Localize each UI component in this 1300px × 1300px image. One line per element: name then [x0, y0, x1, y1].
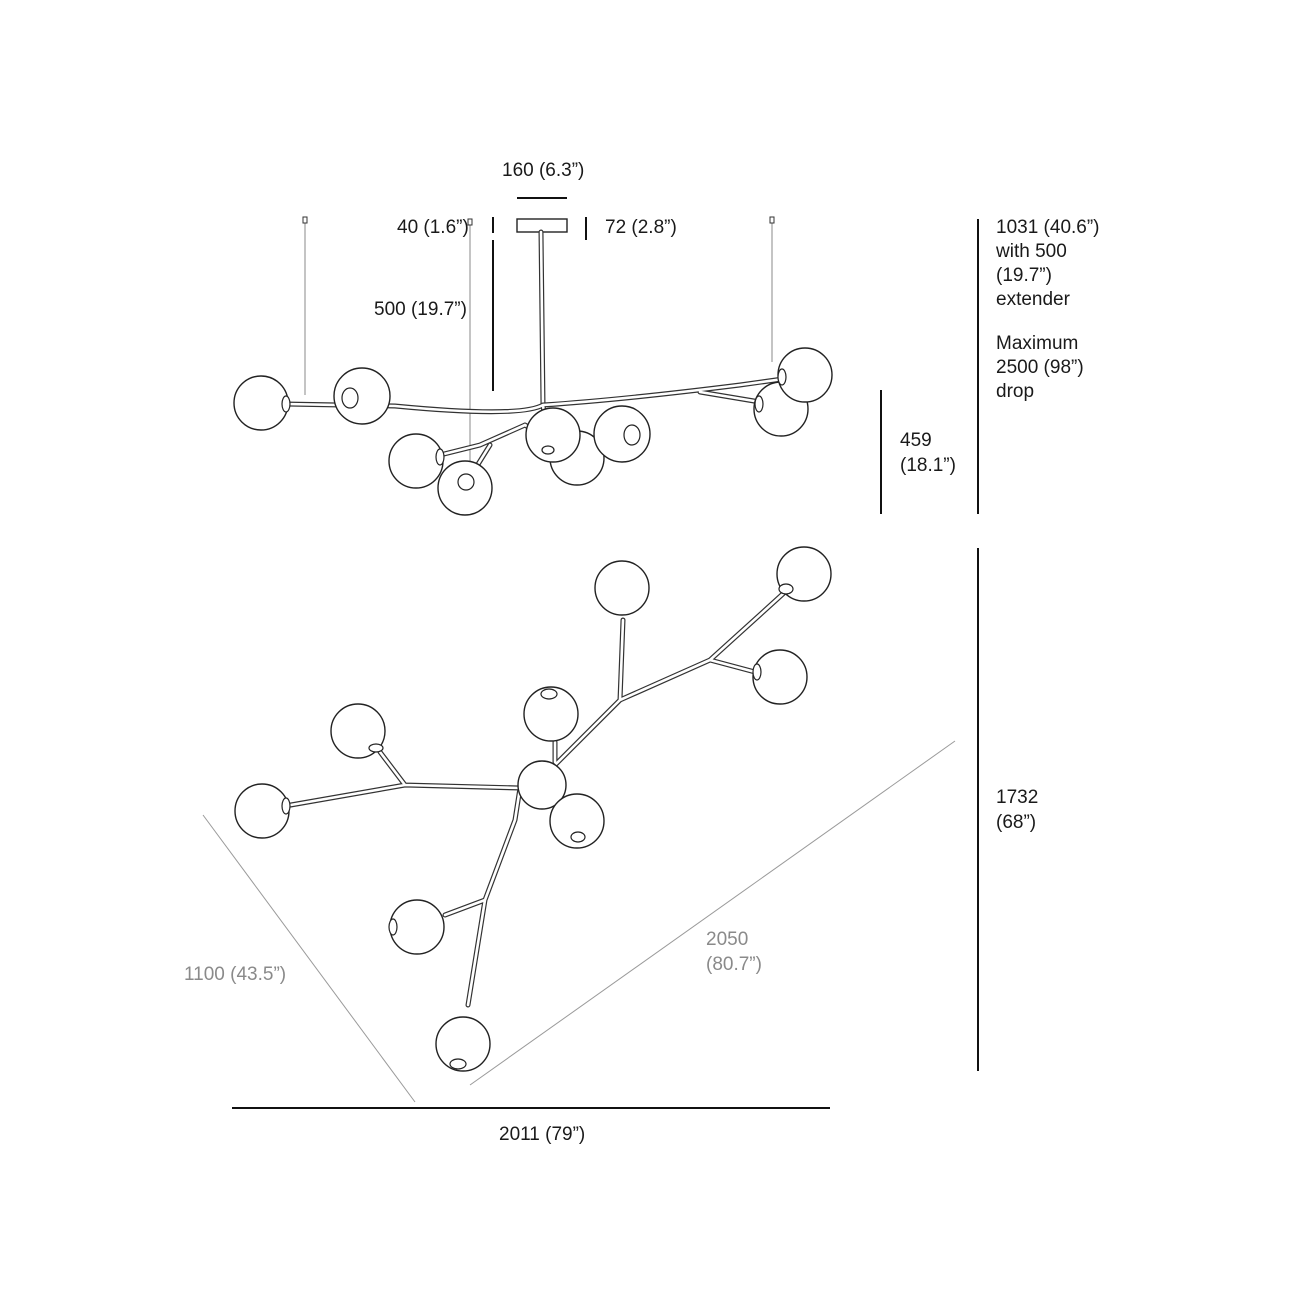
cable-clip-right [769, 216, 775, 224]
top-center-globe [517, 760, 567, 810]
top-globe-5-cup [388, 918, 398, 936]
side-globe-8-cup [754, 395, 764, 413]
max-drop-line1: Maximum [996, 333, 1079, 354]
side-globe-1 [233, 375, 289, 431]
diagonal-short-label: 1100 (43.5”) [184, 964, 287, 985]
extender-label: 500 (19.7”) [374, 299, 467, 320]
top-globe-4 [549, 793, 605, 849]
top-globe-7 [594, 560, 650, 616]
overall-height-line4: extender [996, 289, 1070, 310]
max-drop-line3: drop [996, 381, 1035, 402]
top-globe-4-cup [570, 831, 586, 843]
top-globe-1-cup [281, 797, 291, 815]
side-globe-7-cup [623, 424, 641, 446]
diagonal-long-label: 2050 [706, 929, 749, 950]
diagonal-long-imperial-label: (80.7”) [706, 954, 762, 975]
body-height-imperial-label: (18.1”) [900, 455, 956, 476]
canopy-width-label: 160 (6.3”) [502, 160, 585, 181]
cable-clip-middle [467, 218, 473, 226]
cable-clip-left [302, 216, 308, 224]
body-height-label: 459 [900, 430, 932, 451]
side-globe-2-cup [341, 387, 359, 409]
side-globe-2 [333, 367, 391, 425]
overall-height-label: 1031 (40.6”) [996, 217, 1100, 238]
side-globe-1-cup [281, 395, 291, 413]
top-globe-3-cup [540, 688, 558, 700]
top-globe-3 [523, 686, 579, 742]
top-globe-5 [389, 899, 445, 955]
max-drop-line2: 2500 (98”) [996, 357, 1084, 378]
canopy-right-label: 72 (2.8”) [605, 217, 677, 238]
depth-imperial-label: (68”) [996, 812, 1037, 833]
overall-height-line3: (19.7”) [996, 265, 1052, 286]
overall-height-line2: with 500 [996, 241, 1067, 262]
top-globe-2-cup [368, 743, 384, 753]
depth-label: 1732 [996, 787, 1039, 808]
diagonal-short-line [202, 814, 416, 1103]
side-globe-4-cup [457, 473, 475, 491]
side-globe-3-cup [435, 448, 445, 466]
top-globe-6 [435, 1016, 491, 1072]
side-view [233, 197, 979, 516]
width-label: 2011 (79”) [499, 1124, 586, 1145]
top-globe-9 [752, 649, 808, 705]
top-globe-9-cup [752, 663, 762, 681]
top-view [202, 546, 979, 1109]
canopy-left-label: 40 (1.6”) [397, 217, 469, 238]
side-globe-9-cup [777, 368, 787, 386]
side-globe-7 [593, 405, 651, 463]
side-globe-6-cup [541, 445, 555, 455]
side-globe-6 [525, 407, 581, 463]
top-globe-6-cup [449, 1058, 467, 1070]
side-globe-3 [388, 433, 444, 489]
stem-inner [539, 230, 545, 407]
diagonal-long-line [469, 740, 956, 1086]
top-globe-1 [234, 783, 290, 839]
top-globe-8-cup [778, 583, 794, 595]
